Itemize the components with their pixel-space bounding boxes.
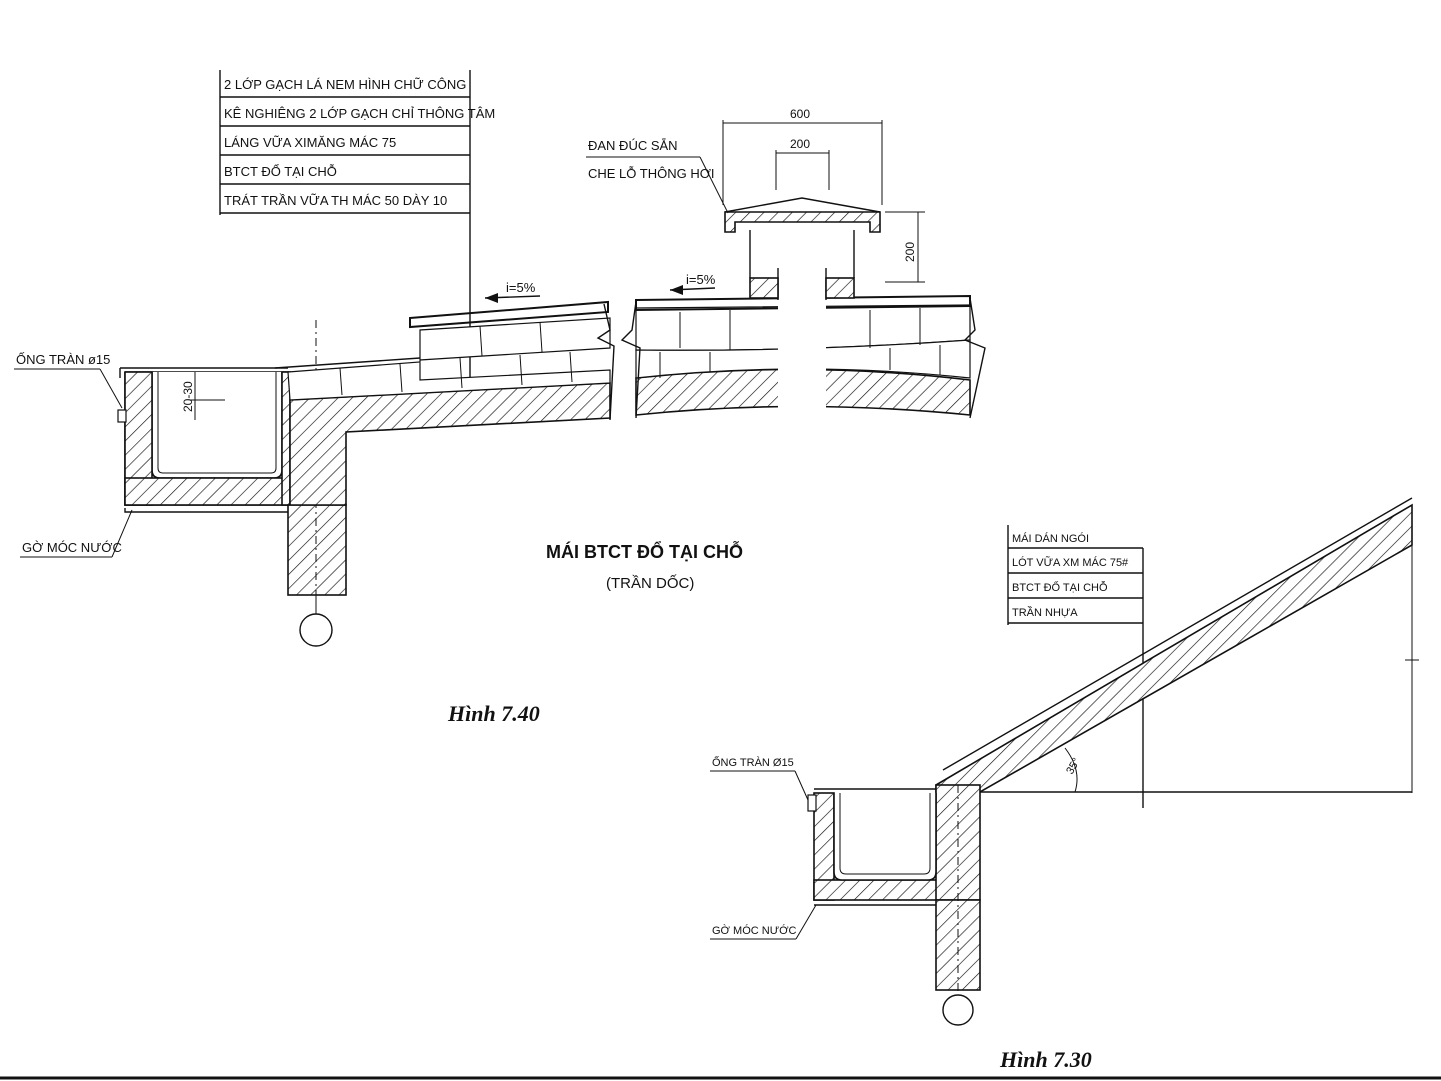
layer-label: TRÁT TRẦN VỮA TH MÁC 50 DÀY 10 [224,193,447,208]
figure-caption: Hình 7.30 [999,1047,1092,1072]
overflow-pipe-label: ỐNG TRÀN ø15 [16,352,110,367]
layer-label: TRẦN NHỰA [1012,606,1078,619]
drip-edge-label: GỜ MÓC NƯỚC [22,540,122,555]
layer-label: BTCT ĐỔ TẠI CHỖ [1012,581,1108,594]
slope-label: i=5% [686,272,716,287]
vent-label: ĐAN ĐÚC SẴN [588,138,678,153]
layer-label: LÓT VỮA XM MÁC 75# [1012,556,1129,569]
figure-7-30: MÁI DÁN NGÓI LÓT VỮA XM MÁC 75# BTCT ĐỔ … [710,497,1419,1072]
left-labels: ỐNG TRÀN Ø15 GỜ MÓC NƯỚC [710,755,817,940]
steep-roof-slab: 35° [935,497,1419,793]
layer-label: BTCT ĐỔ TẠI CHỖ [224,164,337,179]
layer-label: KÊ NGHIÊNG 2 LỚP GẠCH CHỈ THÔNG TÂM [224,106,495,121]
layer-callout-table: MÁI DÁN NGÓI LÓT VỮA XM MÁC 75# BTCT ĐỔ … [1007,525,1144,808]
left-labels: ỐNG TRÀN ø15 GỜ MÓC NƯỚC [14,352,133,558]
vent-dimensions: 600 200 200 ĐAN ĐÚC SẴN CHE LỖ THÔNG HƠI [586,107,925,283]
figure-7-40: 2 LỚP GẠCH LÁ NEM HÌNH CHỮ CÔNG KÊ NGHIÊ… [14,70,986,726]
dimension-label: 20-30 [181,381,195,412]
layer-label: MÁI DÁN NGÓI [1012,532,1089,545]
layer-label: 2 LỚP GẠCH LÁ NEM HÌNH CHỮ CÔNG [224,77,466,92]
figure-caption: Hình 7.40 [447,701,540,726]
wall-right [935,785,981,1026]
layer-label: LÁNG VỮA XIMĂNG MÁC 75 [224,135,396,150]
dimension-label: 200 [790,137,810,151]
angle-label: 35° [1064,756,1083,776]
grid-axis-marker [942,994,974,1026]
dimension-label: 200 [903,242,917,262]
grid-axis-marker [299,613,333,647]
dimension-label: 600 [790,107,810,121]
vent-label: CHE LỖ THÔNG HƠI [588,166,714,181]
roof-slab-left: i=5% [274,280,615,506]
overflow-pipe-label: ỐNG TRÀN Ø15 [712,755,794,769]
gutter-dimension: 20-30 [181,372,225,420]
roof-slab-right: i=5% [620,197,986,420]
gutter-section [807,784,981,906]
layer-callout-table: 2 LỚP GẠCH LÁ NEM HÌNH CHỮ CÔNG KÊ NGHIÊ… [219,70,495,415]
figure-title: MÁI BTCT ĐỔ TẠI CHỖ [546,541,743,562]
drip-edge-label: GỜ MÓC NƯỚC [712,924,797,937]
figure-subtitle: (TRẦN DỐC) [606,574,694,592]
slope-label: i=5% [506,280,536,295]
